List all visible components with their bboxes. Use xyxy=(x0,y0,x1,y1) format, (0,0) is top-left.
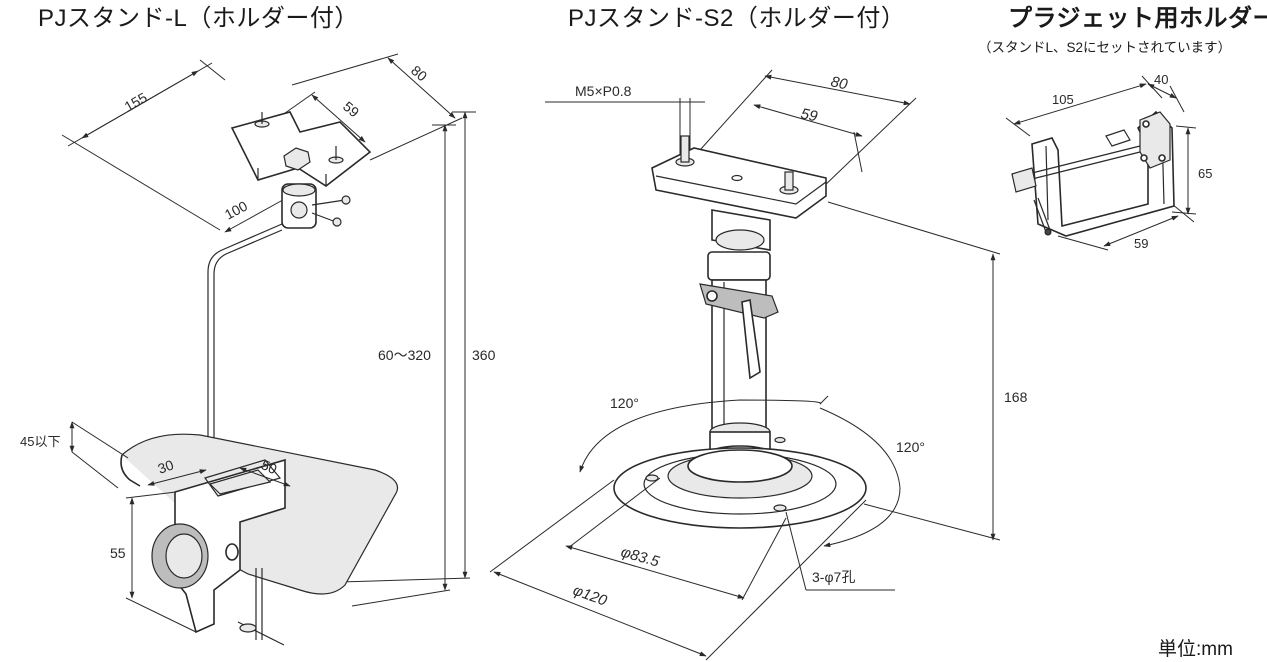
dim-100: 100 xyxy=(222,197,250,222)
dim-50: 50 xyxy=(259,456,280,477)
dim-30: 30 xyxy=(156,456,176,476)
dim-105: 105 xyxy=(1052,92,1074,107)
dim-65: 65 xyxy=(1198,166,1212,181)
dim-80-s2: 80 xyxy=(829,73,849,93)
dim-40: 40 xyxy=(1154,72,1168,87)
angle-right: 120° xyxy=(896,439,925,455)
dim-155: 155 xyxy=(122,89,150,115)
holder-drawing: 105 40 65 59 xyxy=(1005,72,1212,251)
title-stand-s2: PJスタンド-S2（ホルダー付） xyxy=(568,5,905,32)
dim-59-holder: 59 xyxy=(1134,236,1148,251)
dim-59-s2: 59 xyxy=(799,105,819,125)
dim-base-inner: φ83.5 xyxy=(619,544,662,571)
unit-label: 単位:mm xyxy=(1158,638,1233,660)
dim-80-l: 80 xyxy=(408,62,430,84)
dim-360: 360 xyxy=(472,347,496,363)
dim-45: 45以下 xyxy=(20,434,60,449)
holder-note: （スタンドL、S2にセットされています） xyxy=(978,40,1231,55)
dim-thread: M5×P0.8 xyxy=(575,83,632,99)
dim-55: 55 xyxy=(110,545,126,561)
title-stand-l: PJスタンド-L（ホルダー付） xyxy=(38,5,359,32)
dim-59-l: 59 xyxy=(340,98,362,120)
angle-left: 120° xyxy=(610,395,639,411)
dim-60-320: 60〜320 xyxy=(378,347,431,363)
dim-holes: 3-φ7孔 xyxy=(812,569,855,585)
dim-base-outer: φ120 xyxy=(571,582,610,610)
stand-s2-drawing: M5×P0.8 80 59 168 120° 120° φ83.5 φ120 3… xyxy=(489,69,1028,661)
dim-168: 168 xyxy=(1004,389,1028,405)
title-holder: プラジェット用ホルダー xyxy=(1008,4,1267,32)
stand-l-drawing: 155 80 59 100 60〜320 360 45以下 30 50 55 xyxy=(20,53,496,646)
